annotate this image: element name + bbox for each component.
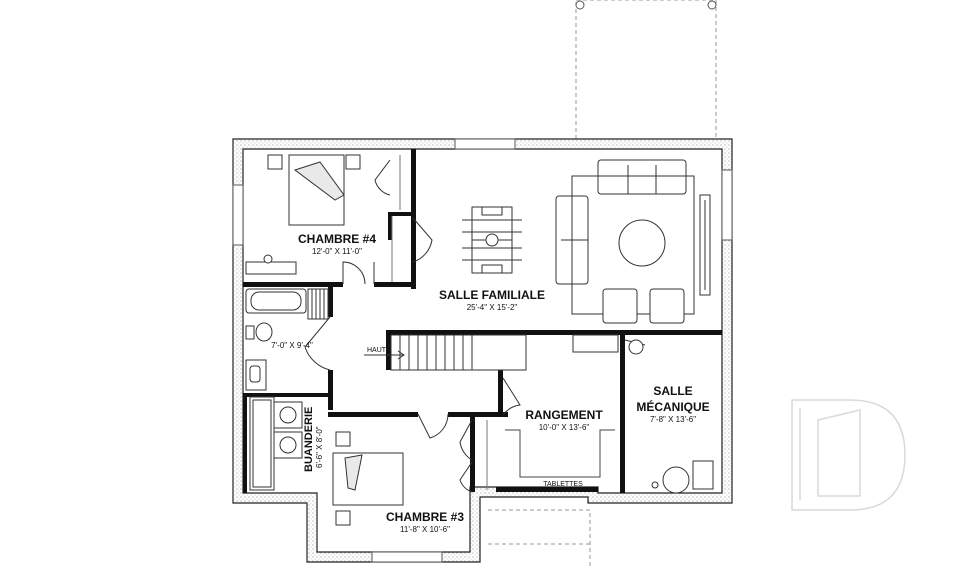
stairs xyxy=(364,334,527,371)
bed-chambre3 xyxy=(332,431,404,526)
foosball-table xyxy=(462,206,522,274)
desk-chambre4 xyxy=(245,254,297,275)
sofa xyxy=(597,159,687,195)
exterior-steps-outline xyxy=(488,509,591,569)
closet-lines xyxy=(391,155,488,490)
room-name-rangement: RANGEMENT xyxy=(525,408,603,422)
room-name-chambre4: CHAMBRE #4 xyxy=(298,232,376,246)
room-dim-salle-bain: 7'-0" X 9'-4" xyxy=(271,341,313,350)
room-name-salle-mecanique-line2: MÉCANIQUE xyxy=(636,399,709,414)
room-dim-salle-mecanique: 7'-8" X 13'-6" xyxy=(650,415,696,424)
room-name-salle-familiale: SALLE FAMILIALE xyxy=(439,288,545,302)
shelves-label: TABLETTES xyxy=(543,481,583,488)
coffee-table xyxy=(618,219,666,267)
room-dim-chambre3: 11'-8" X 10'-6" xyxy=(400,525,450,534)
exterior-deck-outline xyxy=(575,0,717,144)
tv-unit xyxy=(699,194,711,296)
bathtub xyxy=(245,288,307,314)
deck-post xyxy=(575,0,585,10)
deck-post xyxy=(707,0,717,10)
room-name-salle-mecanique-line1: SALLE xyxy=(653,384,692,398)
room-dim-buanderie: 6'-6" X 8'-0" xyxy=(315,426,324,468)
door-swings xyxy=(304,159,646,493)
linen-shelves xyxy=(307,288,329,320)
bed-chambre4 xyxy=(267,154,361,226)
toilet xyxy=(245,322,273,342)
room-dim-rangement: 10'-0" X 13'-6" xyxy=(539,423,590,432)
laundry-counter xyxy=(249,396,303,491)
stairs-label: HAUT xyxy=(367,347,387,354)
windows xyxy=(232,138,733,563)
room-name-buanderie: BUANDERIE xyxy=(303,407,315,472)
shelves xyxy=(505,429,615,478)
watermark-logo xyxy=(791,399,906,511)
mechanical-equipment xyxy=(572,334,714,494)
room-dim-chambre4: 12'-0" X 11'-0" xyxy=(312,247,362,256)
room-dim-salle-familiale: 25'-4" X 15'-2" xyxy=(467,303,518,312)
room-name-chambre3: CHAMBRE #3 xyxy=(386,510,464,524)
armchairs xyxy=(602,288,685,324)
vanity xyxy=(245,359,267,391)
